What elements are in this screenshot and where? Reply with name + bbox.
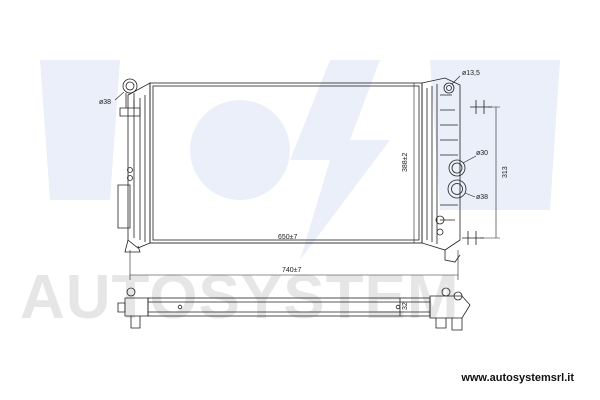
bottom-view-right-end: [429, 287, 471, 331]
dim-outlet: ø38: [476, 194, 488, 201]
watermark-column-shape: [40, 60, 120, 200]
bottom-right-foot: [444, 250, 461, 263]
leader-inlet: [462, 155, 477, 164]
dim-inlet: ø30: [476, 150, 488, 157]
top-right-fitting: [443, 82, 455, 94]
dim-thickness: 32: [402, 302, 409, 310]
dim-line-bracket-height: [480, 106, 500, 239]
left-tank: [117, 82, 151, 253]
bottom-view: [117, 287, 471, 331]
watermark: AUTOSYSTEM: [20, 60, 560, 332]
left-pipe-fitting: [119, 78, 141, 117]
watermark-brand-text: AUTOSYSTEM: [20, 263, 459, 332]
dim-overall-width: 740±7: [282, 267, 302, 274]
watermark-gear-shape: [190, 100, 290, 200]
leader-outlet: [464, 192, 476, 198]
dim-top-right-fitting: ø13,5: [462, 70, 480, 77]
dimension-lines: [114, 75, 500, 280]
dim-core-width: 650±7: [278, 234, 298, 241]
radiator-core-inner: [152, 85, 420, 241]
dim-left-pipe: ø38: [99, 99, 111, 106]
leader-top-right: [451, 75, 461, 85]
website-url[interactable]: www.autosystemsrl.it: [461, 372, 574, 384]
dim-line-overall-width: [129, 250, 459, 280]
dim-core-height: 388±2: [402, 152, 409, 172]
inlet-fitting: [448, 159, 466, 177]
outlet-fitting: [447, 179, 467, 199]
dim-bracket-height: 313: [502, 166, 509, 178]
watermark-column-shape-right: [430, 60, 560, 210]
leader-left-pipe: [114, 91, 125, 101]
bottom-view-left-end: [117, 287, 149, 329]
watermark-lightning-shape: [290, 60, 390, 260]
